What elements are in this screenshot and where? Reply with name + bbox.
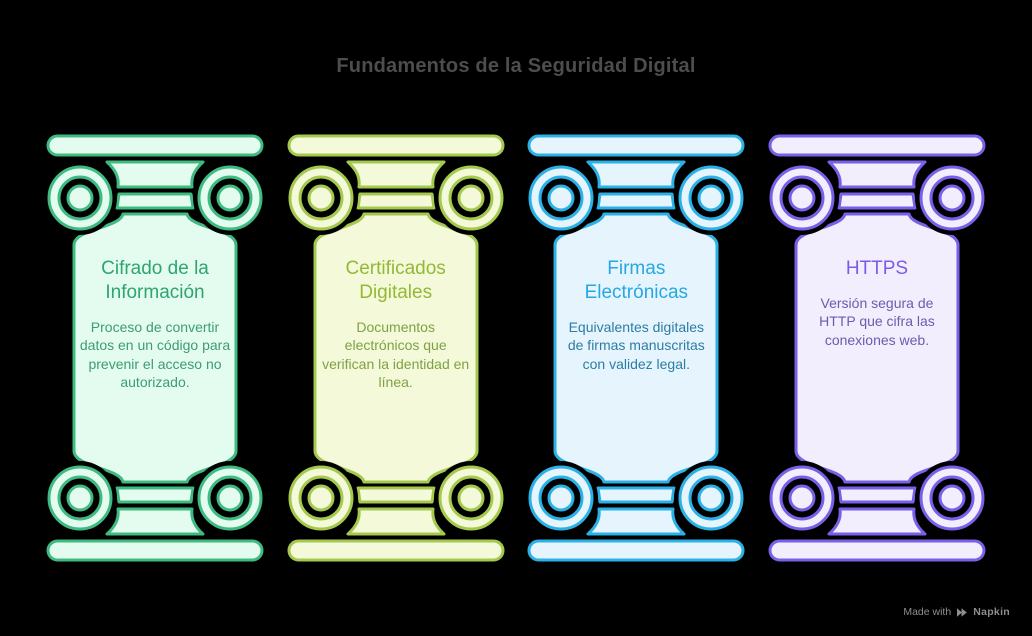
pillar-title: HTTPS — [845, 258, 909, 279]
column-capital-top — [45, 134, 265, 235]
pillar-title: Cifrado de la Información — [101, 258, 209, 303]
pillar-title: Certificados Digitales — [345, 258, 446, 303]
pillar-title: Firmas Electrónicas — [584, 258, 689, 303]
pillar-text-block: Certificados Digitales Documentos electr… — [320, 257, 472, 392]
napkin-logo-icon — [957, 607, 967, 617]
pillar-2: Certificados Digitales Documentos electr… — [285, 133, 506, 563]
pillar-text-block: Firmas Electrónicas Equivalentes digital… — [560, 257, 712, 373]
pillar-1: Cifrado de la Información Proceso de con… — [45, 133, 265, 563]
pillar-description: Versión segura de HTTP que cifra las con… — [819, 294, 935, 348]
pillar-4: HTTPS Versión segura de HTTP que cifra l… — [766, 133, 987, 563]
pillar-text-block: Cifrado de la Información Proceso de con… — [79, 257, 231, 392]
column-icon — [285, 134, 506, 562]
column-icon — [45, 134, 265, 562]
napkin-brand-label: Napkin — [973, 606, 1010, 618]
column-capital-top — [526, 134, 747, 235]
pillar-3: Firmas Electrónicas Equivalentes digital… — [526, 133, 747, 563]
pillar-description: Equivalentes digitales de firmas manuscr… — [567, 318, 705, 372]
column-icon — [766, 134, 987, 562]
column-capital-bottom — [285, 461, 506, 562]
pillar-description: Documentos electrónicos que verifican la… — [322, 318, 470, 391]
made-with-label: Made with — [903, 606, 952, 618]
pillar-text-block: HTTPS Versión segura de HTTP que cifra l… — [801, 257, 953, 349]
diagram-title: Fundamentos de la Seguridad Digital — [336, 55, 696, 77]
column-capital-bottom — [526, 461, 747, 562]
column-capital-top — [766, 134, 987, 235]
pillar-description: Proceso de convertir datos en un código … — [79, 318, 231, 391]
column-capital-top — [285, 134, 506, 235]
column-icon — [526, 134, 747, 562]
column-capital-bottom — [45, 461, 265, 562]
watermark: Made with Napkin — [903, 606, 1010, 618]
pillars-row: Cifrado de la Información Proceso de con… — [45, 133, 987, 563]
column-capital-bottom — [766, 461, 987, 562]
